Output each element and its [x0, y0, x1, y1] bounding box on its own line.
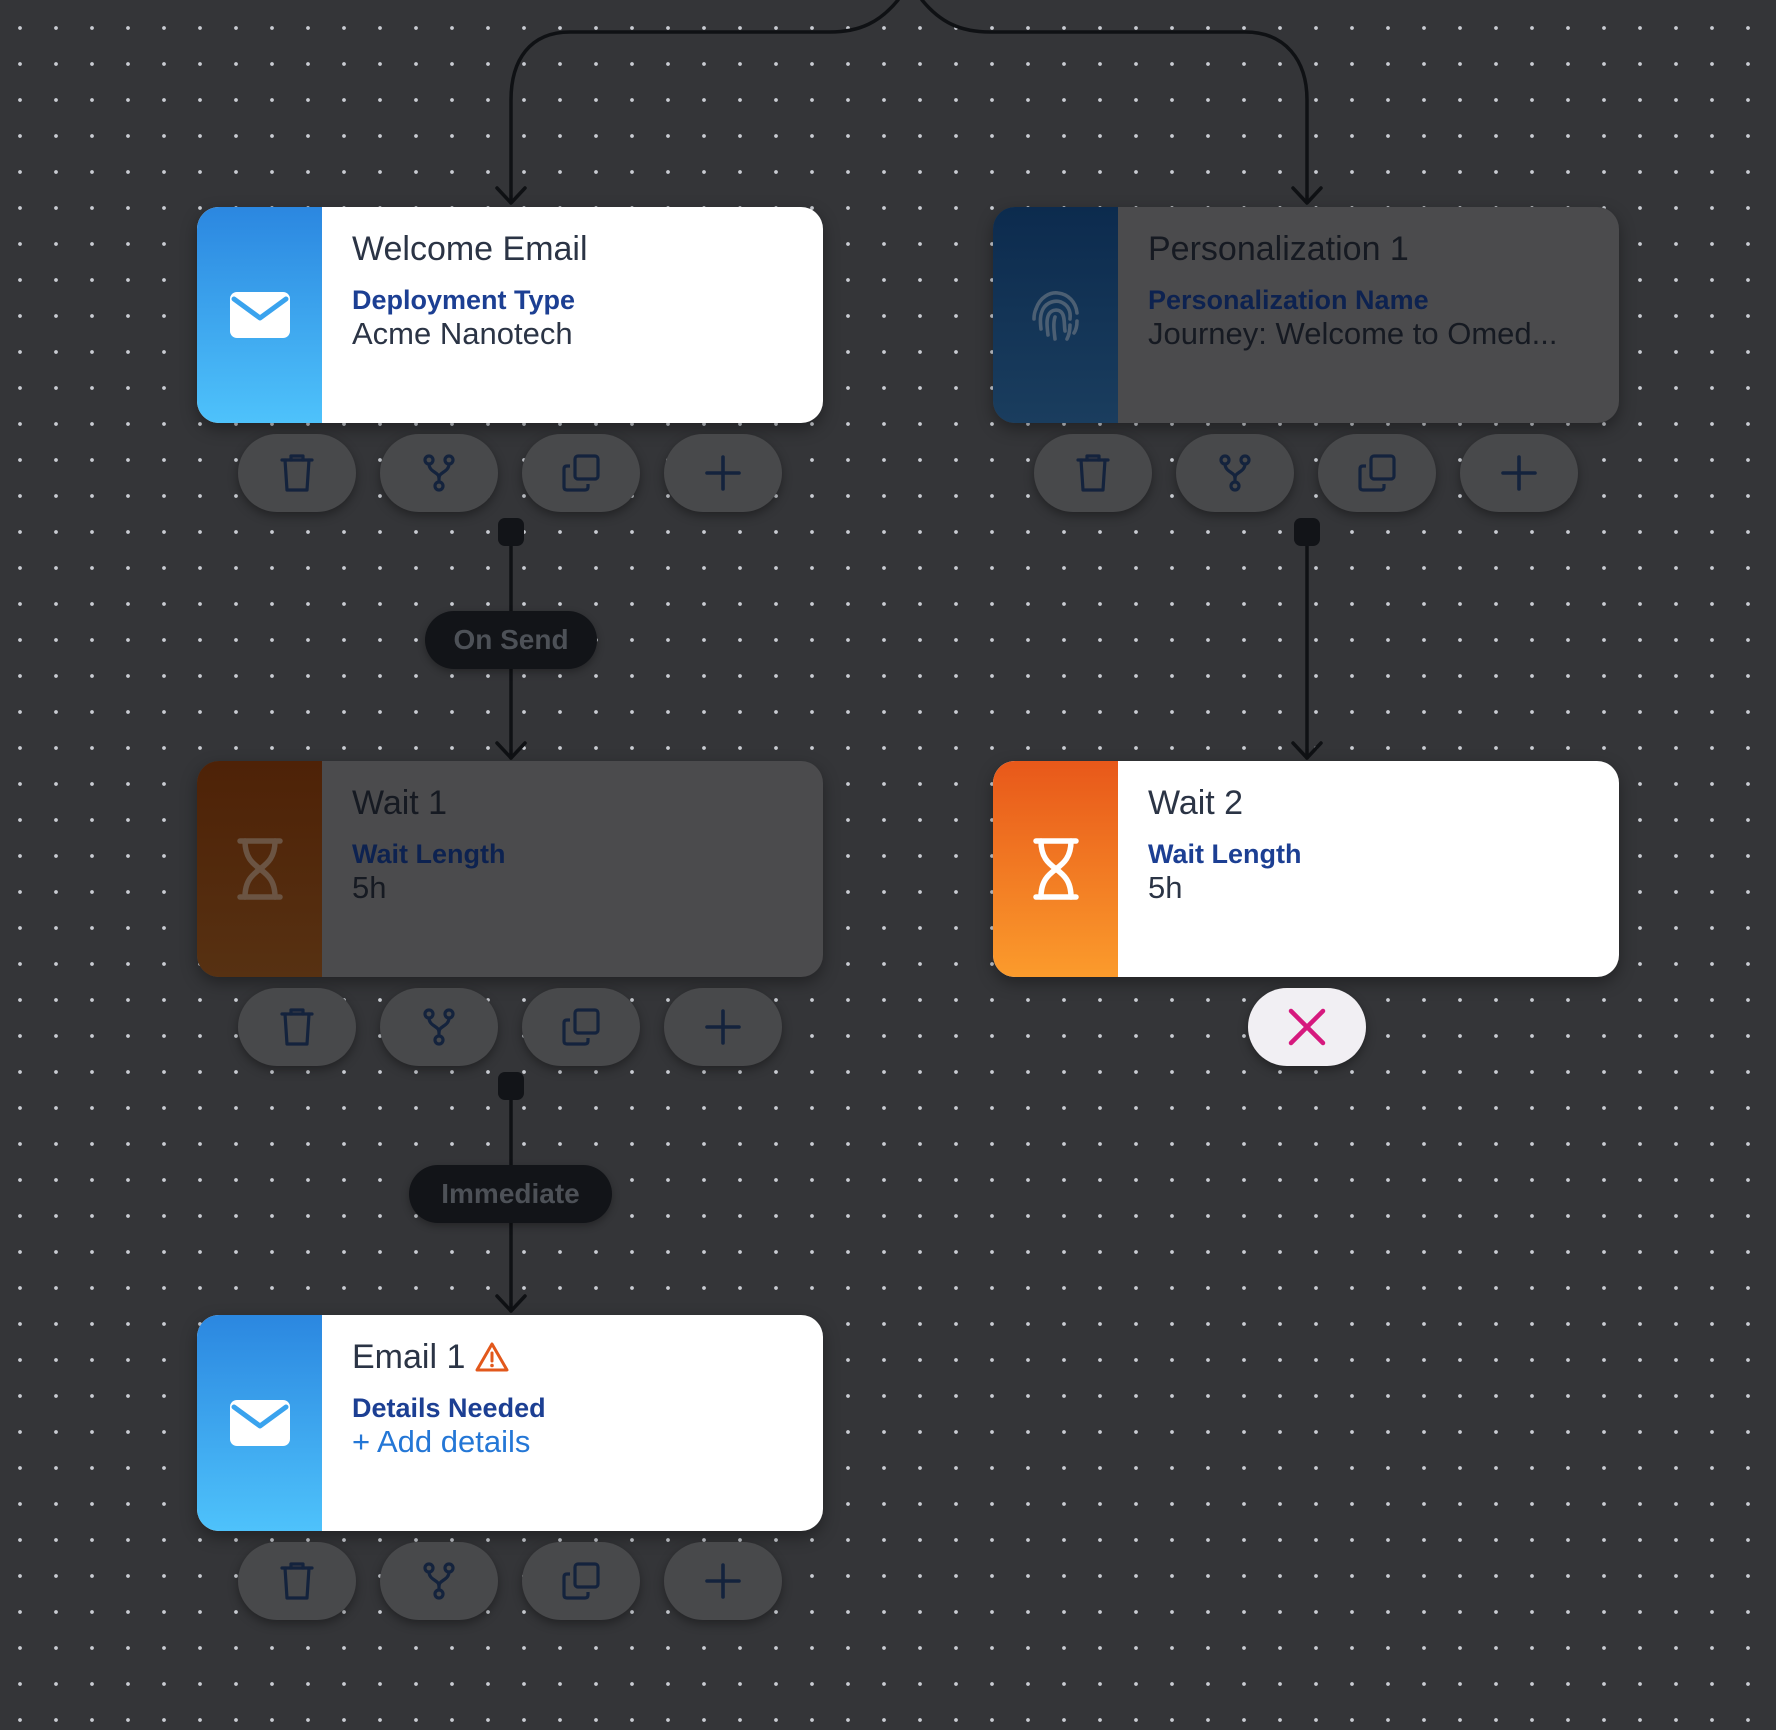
node-body: Email 1 Details Needed + Add details: [322, 1315, 823, 1531]
close-icon: [1288, 1008, 1326, 1046]
hourglass-icon: [236, 838, 283, 900]
branch-button[interactable]: [380, 988, 498, 1066]
node-wait-2[interactable]: Wait 2 Wait Length 5h: [993, 761, 1619, 977]
node-icon-panel: [993, 207, 1118, 423]
node-icon-panel: [197, 207, 322, 423]
trash-icon: [280, 1008, 314, 1046]
duplicate-button[interactable]: [522, 1542, 640, 1620]
hourglass-icon: [1032, 838, 1079, 900]
trash-icon: [280, 1562, 314, 1600]
node-title-row: Email 1: [352, 1337, 795, 1377]
node-field-value: Acme Nanotech: [352, 316, 573, 351]
add-step-button[interactable]: [1460, 434, 1578, 512]
duplicate-icon: [1358, 454, 1396, 492]
plus-icon: [705, 1009, 741, 1045]
connection-handle[interactable]: [498, 1072, 524, 1100]
node-welcome-email[interactable]: Welcome Email Deployment Type Acme Nanot…: [197, 207, 823, 423]
edge-label-on-send[interactable]: On Send: [425, 611, 597, 669]
node-title: Personalization 1: [1148, 230, 1409, 268]
branch-button[interactable]: [1176, 434, 1294, 512]
add-step-button[interactable]: [664, 434, 782, 512]
duplicate-icon: [562, 1562, 600, 1600]
duplicate-icon: [562, 1008, 600, 1046]
node-body: Wait 2 Wait Length 5h: [1118, 761, 1619, 977]
node-title: Wait 1: [352, 784, 448, 822]
node-field-label: Wait Length: [1148, 839, 1302, 869]
branch-icon: [423, 1562, 455, 1600]
duplicate-button[interactable]: [1318, 434, 1436, 512]
delete-button[interactable]: [238, 434, 356, 512]
node-email-1[interactable]: Email 1 Details Needed + Add details: [197, 1315, 823, 1531]
envelope-icon: [229, 292, 290, 338]
duplicate-icon: [562, 454, 600, 492]
node-body: Welcome Email Deployment Type Acme Nanot…: [322, 207, 823, 423]
branch-icon: [1219, 454, 1251, 492]
node-field-label: Personalization Name: [1148, 285, 1429, 315]
node-title: Email 1: [352, 1338, 466, 1376]
node-field-label: Deployment Type: [352, 285, 576, 315]
node-icon-panel: [993, 761, 1118, 977]
duplicate-button[interactable]: [522, 988, 640, 1066]
trash-icon: [280, 454, 314, 492]
node-title: Wait 2: [1148, 784, 1244, 822]
node-field-value: Journey: Welcome to Omed...: [1148, 316, 1558, 351]
node-personalization-1[interactable]: Personalization 1 Personalization Name J…: [993, 207, 1619, 423]
node-field-value: 5h: [1148, 870, 1183, 905]
remove-button[interactable]: [1248, 988, 1366, 1066]
delete-button[interactable]: [238, 988, 356, 1066]
envelope-icon: [229, 1400, 290, 1446]
add-step-button[interactable]: [664, 988, 782, 1066]
connection-handle[interactable]: [498, 518, 524, 546]
branch-button[interactable]: [380, 1542, 498, 1620]
node-icon-panel: [197, 1315, 322, 1531]
node-icon-panel: [197, 761, 322, 977]
delete-button[interactable]: [1034, 434, 1152, 512]
plus-icon: [1501, 455, 1537, 491]
plus-icon: [705, 1563, 741, 1599]
delete-button[interactable]: [238, 1542, 356, 1620]
connection-handle[interactable]: [1294, 518, 1320, 546]
fingerprint-icon: [1031, 291, 1079, 341]
trash-icon: [1076, 454, 1110, 492]
node-field-label: Details Needed: [352, 1393, 546, 1423]
node-field-value: 5h: [352, 870, 387, 905]
duplicate-button[interactable]: [522, 434, 640, 512]
branch-button[interactable]: [380, 434, 498, 512]
plus-icon: [705, 455, 741, 491]
node-body: Personalization 1 Personalization Name J…: [1118, 207, 1619, 423]
add-step-button[interactable]: [664, 1542, 782, 1620]
node-body: Wait 1 Wait Length 5h: [322, 761, 823, 977]
edge-label-immediate[interactable]: Immediate: [409, 1165, 612, 1223]
add-details-link[interactable]: + Add details: [352, 1424, 531, 1459]
branch-icon: [423, 454, 455, 492]
node-wait-1[interactable]: Wait 1 Wait Length 5h: [197, 761, 823, 977]
branch-icon: [423, 1008, 455, 1046]
warning-triangle-icon: [475, 1341, 509, 1373]
node-field-label: Wait Length: [352, 839, 506, 869]
node-title: Welcome Email: [352, 230, 588, 268]
